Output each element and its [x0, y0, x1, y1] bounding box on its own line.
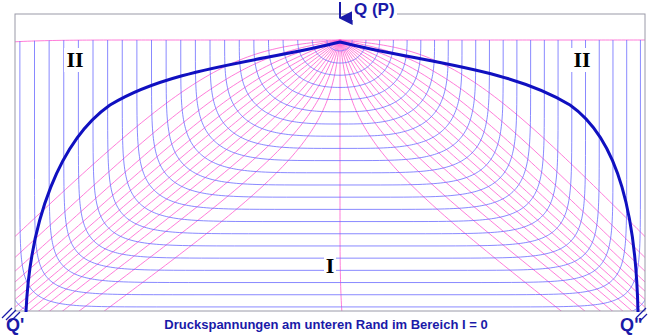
trajectory-line: [122, 40, 544, 222]
load-arrow: [339, 2, 341, 18]
trajectory-grid: [15, 40, 645, 311]
trajectory-line: [283, 40, 393, 87]
trajectory-line: [49, 40, 613, 283]
trajectory-line: [239, 40, 434, 124]
trajectory-line: [225, 40, 449, 136]
trajectory-line: [35, 40, 627, 295]
trajectory-line: [210, 40, 462, 148]
load-label: Q (P): [352, 1, 397, 20]
support-reaction-label: Q': [4, 316, 26, 336]
trajectory-line: [269, 40, 408, 100]
trajectory-line: [152, 40, 517, 197]
trajectory-line: [166, 40, 503, 185]
trajectory-line: [15, 40, 645, 311]
region-label: I: [324, 254, 337, 278]
region-label: II: [571, 48, 592, 72]
boundary-curve: [26, 42, 638, 312]
trajectory-line: [181, 40, 490, 173]
trajectory-line: [64, 40, 600, 270]
plate-outline: [15, 14, 645, 311]
support-reaction-label: Q": [618, 316, 645, 336]
trajectory-line: [195, 40, 475, 161]
note-text: Druckspannungen am unteren Rand im Berei…: [162, 318, 489, 332]
trajectory-line: [137, 40, 531, 209]
trajectory-line: [108, 40, 558, 234]
trajectory-line: [298, 40, 380, 75]
region-label: II: [64, 48, 85, 72]
trajectory-line: [254, 40, 421, 112]
trajectory-line: [20, 40, 641, 307]
trajectory-line: [78, 40, 585, 258]
trajectory-line: [93, 40, 572, 246]
